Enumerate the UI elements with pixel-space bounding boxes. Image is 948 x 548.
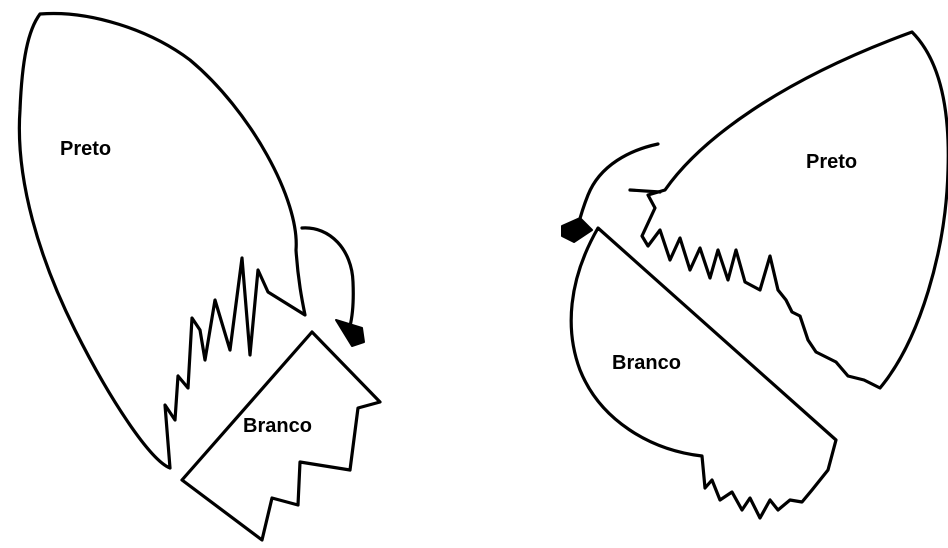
left-move-arrow-head xyxy=(336,320,364,346)
left-figure: Preto Branco xyxy=(19,13,380,540)
right-move-arrow-head xyxy=(562,218,592,242)
right-stray-mark xyxy=(630,190,660,192)
right-move-arrow-curve xyxy=(578,144,658,226)
right-white-label: Branco xyxy=(612,352,681,374)
right-black-piece-outline xyxy=(642,32,948,388)
left-black-label: Preto xyxy=(60,138,111,160)
right-white-piece-outline xyxy=(571,228,836,518)
left-black-piece-outline xyxy=(19,13,305,468)
right-black-label: Preto xyxy=(806,151,857,173)
left-white-label: Branco xyxy=(243,415,312,437)
right-figure: Preto Branco xyxy=(562,32,948,518)
left-move-arrow-curve xyxy=(302,228,353,326)
